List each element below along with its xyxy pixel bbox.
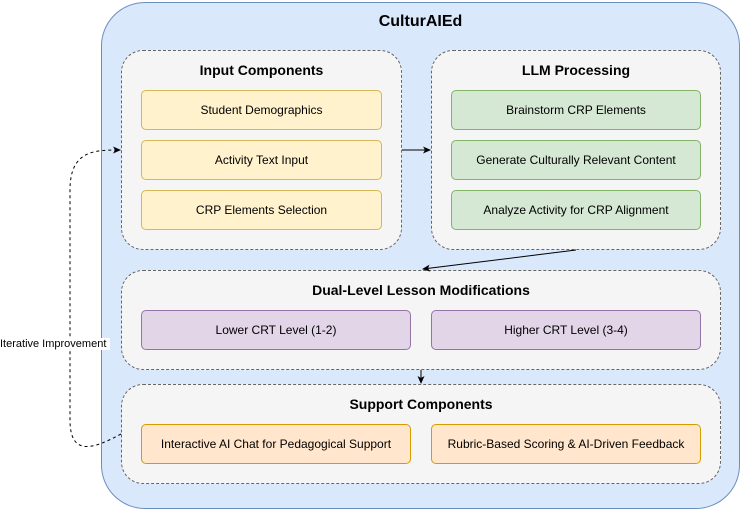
activity-text-input-box: Activity Text Input xyxy=(141,140,382,180)
input-components-title: Input Components xyxy=(199,62,324,78)
llm-to-dual-arrow xyxy=(422,249,577,272)
rubric-scoring-box: Rubric-Based Scoring & AI-Driven Feedbac… xyxy=(431,424,701,464)
higher-crt-level-box: Higher CRT Level (3-4) xyxy=(431,310,701,350)
lower-crt-level-box: Lower CRT Level (1-2) xyxy=(141,310,411,350)
llm-processing-title: LLM Processing xyxy=(521,62,631,78)
diagram-title: CulturAIEd xyxy=(378,13,463,30)
iterative-improvement-loop xyxy=(69,146,122,447)
crp-elements-selection-box: CRP Elements Selection xyxy=(141,190,382,230)
interactive-ai-chat-box: Interactive AI Chat for Pedagogical Supp… xyxy=(141,424,411,464)
support-components-title: Support Components xyxy=(349,396,493,412)
iterative-improvement-label: Iterative Improvement xyxy=(0,338,110,350)
student-demographics-box: Student Demographics xyxy=(141,90,382,130)
brainstorm-crp-box: Brainstorm CRP Elements xyxy=(451,90,701,130)
analyze-activity-box: Analyze Activity for CRP Alignment xyxy=(451,190,701,230)
generate-content-box: Generate Culturally Relevant Content xyxy=(451,140,701,180)
dual-level-title: Dual-Level Lesson Modifications xyxy=(312,282,530,298)
